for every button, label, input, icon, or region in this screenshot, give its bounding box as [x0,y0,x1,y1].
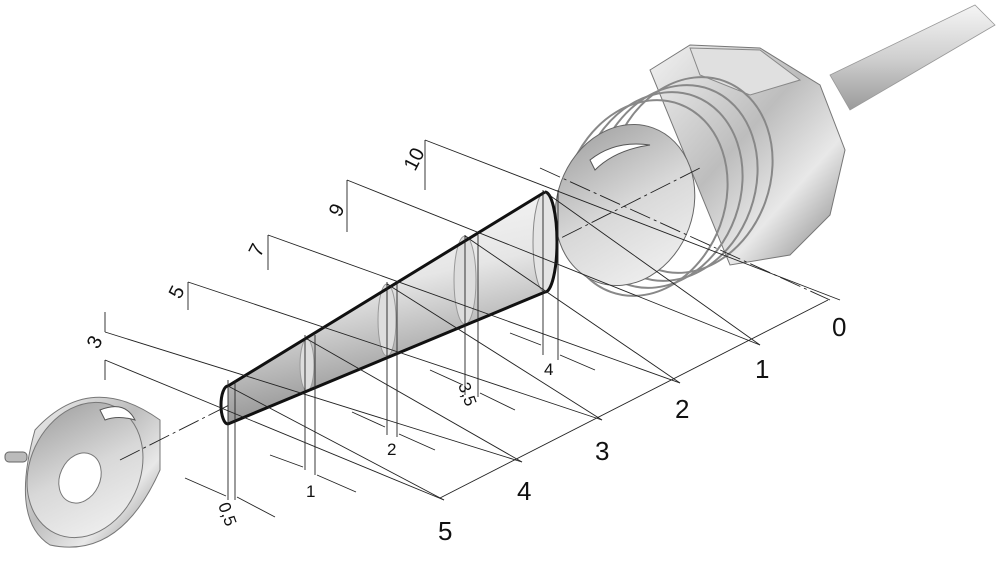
distance-label-2: 2 [675,394,689,424]
sensor-cable-rod [829,4,996,111]
distance-label-5: 5 [438,516,452,546]
section-label-2: 2 [387,440,396,459]
height-label-3: 3 [83,332,108,352]
height-label-9: 9 [325,200,350,220]
face-center-line [539,167,831,301]
distance-label-1: 1 [755,354,769,384]
section-label-0-5: 0,5 [214,500,240,529]
height-label-7: 7 [245,240,270,260]
dimension-lines [104,139,841,518]
distance-label-3: 3 [595,436,609,466]
section-label-4: 4 [544,360,553,379]
distance-label-4: 4 [517,476,531,506]
height-label-5: 5 [165,282,190,302]
distance-label-0: 0 [832,312,846,342]
detection-cone [219,190,559,426]
section-label-1: 1 [306,482,315,501]
sensor-body [554,44,846,297]
adjustment-ring [4,396,161,548]
distance-labels: 0 1 2 3 4 5 [438,312,846,546]
section-label-3-5: 3,5 [454,380,480,409]
